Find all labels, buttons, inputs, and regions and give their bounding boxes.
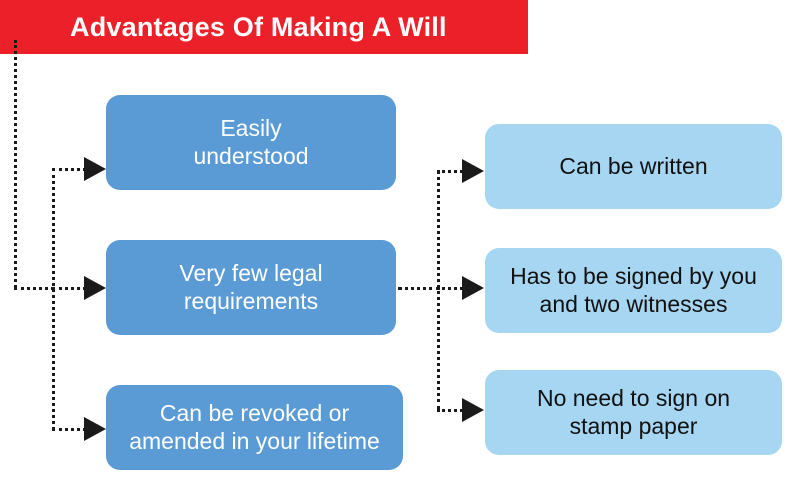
connector-mid-lead-1 <box>437 170 469 173</box>
connector-left-lead-3 <box>52 428 92 431</box>
arrow-icon-left-2 <box>84 276 106 300</box>
arrow-icon-left-3 <box>84 417 106 441</box>
node-label-line1: Very few legal <box>179 260 323 287</box>
node-can-be-written[interactable]: Can be written <box>485 124 782 209</box>
connector-mid-branch-bus <box>437 170 440 410</box>
connector-trunk-vertical <box>14 40 17 288</box>
node-no-need-to-sign-on-stamp-paper[interactable]: No need to sign on stamp paper <box>485 370 782 455</box>
node-label-line1: Has to be signed by you <box>510 263 757 290</box>
node-label-line2: amended in your lifetime <box>129 427 380 454</box>
arrow-icon-left-1 <box>84 157 106 181</box>
node-easily-understood[interactable]: Easily understood <box>106 95 396 190</box>
connector-left-branch-bus <box>52 168 55 430</box>
title-banner: Advantages Of Making A Will <box>0 0 528 54</box>
connector-mid-lead-3 <box>437 409 469 412</box>
node-can-be-revoked-or-amended[interactable]: Can be revoked or amended in your lifeti… <box>106 385 403 470</box>
connector-mid-lead-2 <box>437 287 469 290</box>
node-label-line1: Can be written <box>559 152 708 179</box>
connector-trunk-horizontal <box>14 287 54 290</box>
connector-left-lead-1 <box>52 168 92 171</box>
arrow-icon-mid-2 <box>462 276 484 300</box>
connector-mid-horizontal <box>398 287 440 290</box>
page-title: Advantages Of Making A Will <box>70 12 447 42</box>
arrow-icon-mid-3 <box>462 398 484 422</box>
node-label-line1: Easily <box>220 115 282 142</box>
arrow-icon-mid-1 <box>462 159 484 183</box>
node-label-line2: stamp paper <box>569 412 698 439</box>
node-label-line1: No need to sign on <box>536 385 731 412</box>
connector-left-lead-2 <box>52 287 92 290</box>
node-label-line2: understood <box>193 142 309 169</box>
node-label-line2: requirements <box>183 287 319 314</box>
node-label-line1: Can be revoked or <box>159 400 350 427</box>
node-signed-by-you-and-two-witnesses[interactable]: Has to be signed by you and two witnesse… <box>485 248 782 333</box>
node-very-few-legal-requirements[interactable]: Very few legal requirements <box>106 240 396 335</box>
node-label-line2: and two witnesses <box>539 290 728 317</box>
